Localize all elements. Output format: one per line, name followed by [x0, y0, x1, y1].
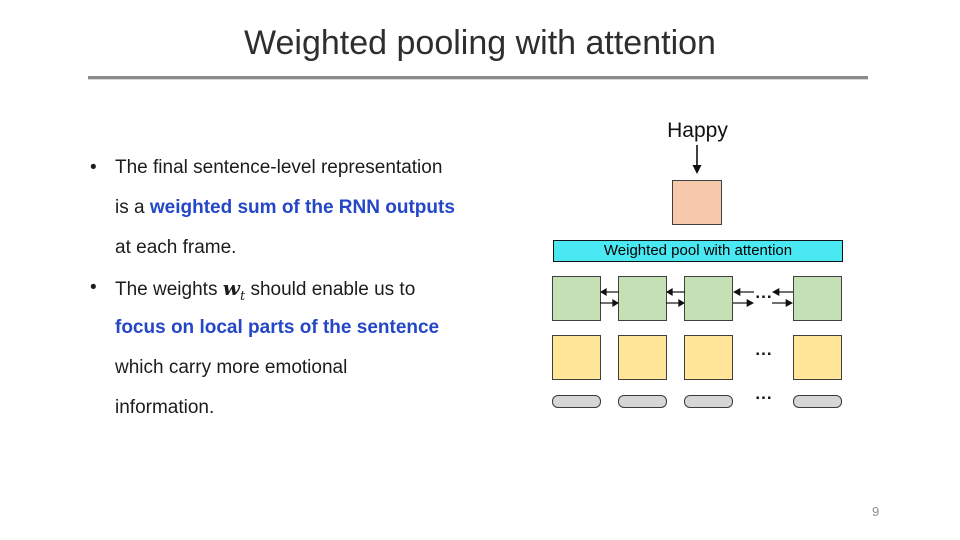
down-arrow-icon [692, 145, 702, 174]
bullet-text-block: • The final sentence-level representatio… [88, 148, 508, 428]
bidirectional-arrows-icon [733, 288, 754, 307]
highlight-text: weighted sum of the RNN outputs [149, 197, 455, 218]
bidirectional-arrows-icon [772, 288, 793, 307]
highlight-text: focus on local parts of the sentence [115, 317, 440, 338]
math-subscript-t: t [239, 288, 246, 304]
feature-box [793, 335, 842, 380]
text-line: • The final sentence-level representatio… [88, 148, 508, 188]
bullet-dot: • [90, 277, 97, 298]
text-segment: should enable us to [245, 279, 416, 300]
bullet-point-1: • The final sentence-level representatio… [88, 148, 508, 268]
frame-pill [684, 395, 733, 408]
text-segment: The weights [115, 279, 223, 300]
math-variable-w: w [222, 276, 240, 300]
text-segment: at each frame. [115, 237, 237, 258]
ellipsis-feature-row: ... [755, 340, 773, 359]
bidirectional-arrows-icon [666, 288, 685, 307]
text-line: information. [88, 388, 508, 428]
frame-pill [552, 395, 601, 408]
text-line: focus on local parts of the sentence [88, 308, 508, 348]
feature-box [618, 335, 667, 380]
output-word-label: Happy [667, 119, 728, 142]
bullet-point-2: • The weights wt should enable us to foc… [88, 268, 508, 428]
text-segment: which carry more emotional [115, 357, 348, 378]
text-segment: information. [115, 397, 215, 418]
text-line: which carry more emotional [88, 348, 508, 388]
bidirectional-arrows-icon [600, 288, 619, 307]
rnn-box [684, 276, 733, 321]
rnn-box [618, 276, 667, 321]
rnn-box [552, 276, 601, 321]
slide-title: Weighted pooling with attention [244, 24, 716, 62]
text-line: at each frame. [88, 228, 508, 268]
text-line: • The weights wt should enable us to [88, 268, 508, 308]
frame-pill [793, 395, 842, 408]
ellipsis-rnn-row: ... [755, 283, 773, 302]
frame-pill [618, 395, 667, 408]
ellipsis-frame-row: ... [755, 384, 773, 403]
title-divider [88, 76, 868, 80]
sentence-representation-box [672, 180, 722, 225]
feature-box [552, 335, 601, 380]
bullet-dot: • [90, 157, 97, 178]
weighted-pool-bar: Weighted pool with attention [553, 240, 843, 262]
text-line: is a weighted sum of the RNN outputs [88, 188, 508, 228]
text-segment: The final sentence-level representation [115, 157, 443, 178]
feature-box [684, 335, 733, 380]
rnn-box [793, 276, 842, 321]
text-segment: is a [115, 197, 150, 218]
page-number: 9 [872, 504, 880, 519]
